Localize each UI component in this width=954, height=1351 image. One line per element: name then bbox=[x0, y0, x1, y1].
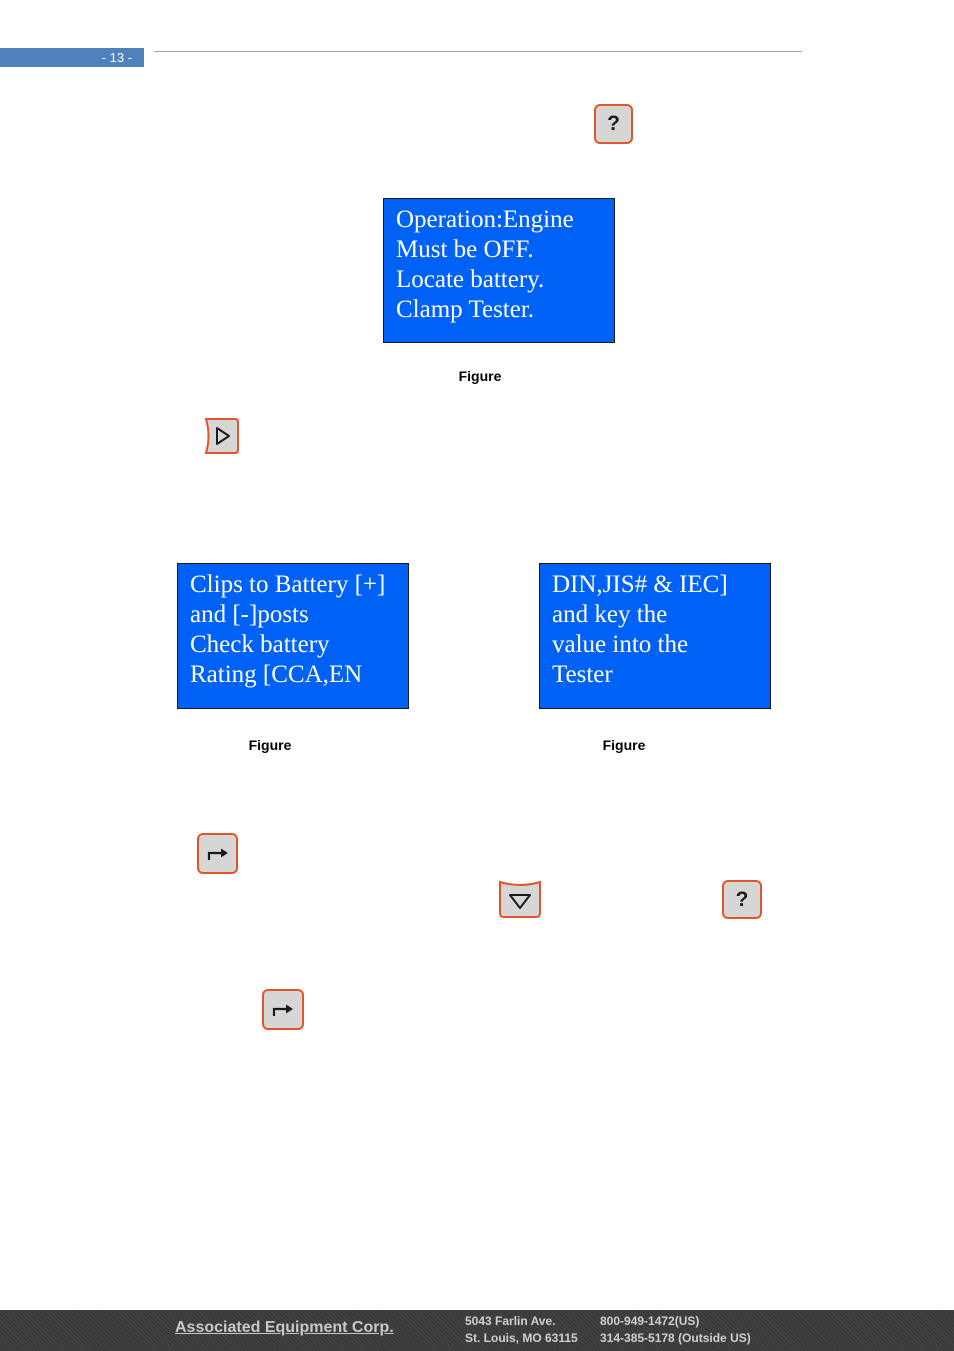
lcd-line: Clamp Tester. bbox=[396, 296, 535, 323]
enter-key-icon bbox=[197, 833, 238, 874]
page-number: - 13 - bbox=[101, 50, 132, 65]
help-key-icon: ? bbox=[722, 880, 762, 919]
lcd-line: Check battery bbox=[190, 631, 330, 658]
lcd-line: Rating [CCA,EN bbox=[190, 661, 363, 688]
figure-caption-a: Figure bbox=[458, 368, 502, 384]
help-key-icon: ? bbox=[594, 104, 633, 144]
lcd-line: Must be OFF. bbox=[396, 236, 534, 263]
lcd-line: and [-]posts bbox=[190, 601, 309, 628]
footer-phone-us: 800-949-1472(US) bbox=[600, 1314, 700, 1328]
right-arrow-key-icon bbox=[202, 417, 240, 455]
page-number-tab: - 13 - bbox=[0, 48, 144, 67]
footer-address-line: 5043 Farlin Ave. bbox=[465, 1314, 556, 1328]
lcd-line: Operation:Engine bbox=[396, 206, 574, 233]
header-divider bbox=[154, 51, 802, 52]
footer-company-name: Associated Equipment Corp. bbox=[175, 1319, 394, 1336]
lcd-screen-figure-c: DIN,JIS# & IEC] and key the value into t… bbox=[539, 563, 771, 709]
figure-caption-b: Figure bbox=[248, 737, 292, 753]
down-arrow-key-icon bbox=[498, 879, 542, 919]
help-key-label: ? bbox=[607, 112, 620, 135]
lcd-screen-figure-b: Clips to Battery [+] and [-]posts Check … bbox=[177, 563, 409, 709]
help-key-label: ? bbox=[735, 887, 749, 911]
lcd-line: value into the bbox=[552, 631, 689, 658]
lcd-line: Tester bbox=[552, 661, 613, 688]
footer-address-line: St. Louis, MO 63115 bbox=[465, 1331, 578, 1345]
page-footer: Associated Equipment Corp. 5043 Farlin A… bbox=[0, 1310, 954, 1351]
lcd-line: Locate battery. bbox=[396, 266, 545, 293]
lcd-screen-figure-a: Operation:Engine Must be OFF. Locate bat… bbox=[383, 198, 615, 343]
lcd-line: and key the bbox=[552, 601, 668, 628]
footer-phone-intl: 314-385-5178 (Outside US) bbox=[600, 1331, 751, 1345]
lcd-line: Clips to Battery [+] bbox=[190, 571, 386, 598]
footer-phone: 800-949-1472(US) 314-385-5178 (Outside U… bbox=[600, 1313, 751, 1347]
lcd-line: DIN,JIS# & IEC] bbox=[552, 571, 728, 598]
enter-key-icon bbox=[262, 989, 304, 1030]
footer-address: 5043 Farlin Ave. St. Louis, MO 63115 bbox=[465, 1313, 578, 1347]
figure-caption-c: Figure bbox=[602, 737, 646, 753]
